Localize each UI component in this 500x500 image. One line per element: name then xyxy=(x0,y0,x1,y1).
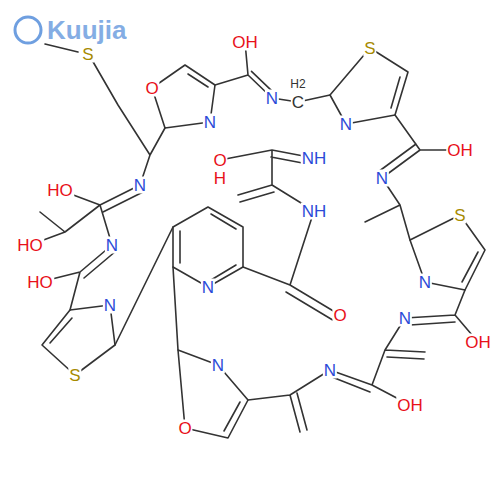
atom-label: N xyxy=(375,170,389,187)
atom-label: H2 xyxy=(289,78,306,90)
atom-label: OH xyxy=(446,142,474,159)
atom-label: N xyxy=(418,274,432,291)
atom-label: NH xyxy=(301,150,328,167)
atom-label: OH xyxy=(464,334,492,351)
atom-label: O xyxy=(177,420,192,437)
watermark: Kuujia xyxy=(46,17,127,43)
atom-label: N xyxy=(339,116,353,133)
atom-label: N xyxy=(265,90,279,107)
atom-label: N xyxy=(201,279,215,296)
atom-label: OH xyxy=(396,397,424,414)
atom-label: O xyxy=(212,152,227,169)
atom-label: O xyxy=(144,80,159,97)
atom-label: H xyxy=(213,170,227,187)
atom-label: S xyxy=(363,40,376,57)
atom-label: N xyxy=(398,310,412,327)
bonds xyxy=(30,42,485,438)
atom-label: C xyxy=(291,94,305,111)
atom-label: N xyxy=(323,362,337,379)
atom-label: N xyxy=(203,114,217,131)
logo-icon xyxy=(15,17,41,43)
atom-label: HO xyxy=(16,237,44,254)
atom-label: N xyxy=(133,177,147,194)
atom-label: HO xyxy=(26,274,54,291)
atom-label: O xyxy=(332,307,347,324)
atom-label: N xyxy=(105,237,119,254)
atom-label: N xyxy=(103,297,117,314)
atom-label: S xyxy=(68,367,81,384)
atom-label: NH xyxy=(301,203,328,220)
atom-label: OH xyxy=(231,34,259,51)
atom-label: HO xyxy=(46,182,74,199)
atom-label: S xyxy=(453,207,466,224)
atom-label: N xyxy=(211,357,225,374)
atom-label: S xyxy=(81,46,94,63)
